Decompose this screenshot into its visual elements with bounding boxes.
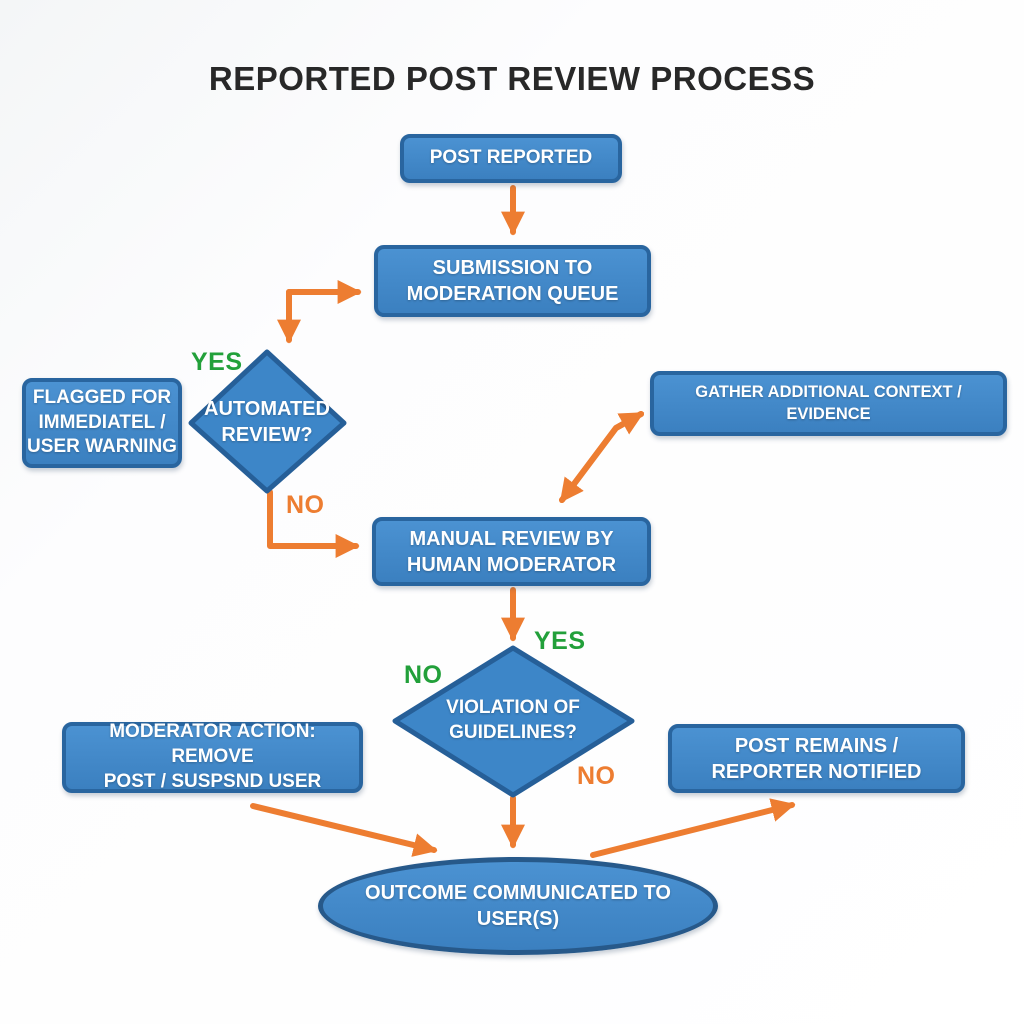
decision-violation-of-guidelines [392,645,635,798]
branch-label-violation-no-left: NO [404,661,443,689]
decision-violation-label: VIOLATION OF GUIDELINES? [446,697,580,743]
branch-label-violation-yes: YES [534,627,586,655]
decision-automated-review-label: AUTOMATED REVIEW? [204,398,330,446]
branch-label-automated-no: NO [286,491,325,519]
page-title: REPORTED POST REVIEW PROCESS [208,60,816,97]
node-gather-additional-context-evidence: GATHER ADDITIONAL CONTEXT / EVIDENCE [650,371,1007,436]
node-post-reported: POST REPORTED [400,134,622,183]
arrow-moderator-to-outcome [250,803,438,857]
arrow-automated-no-to-manual [267,489,360,558]
node-flagged-for-immediate-user-warning: FLAGGED FOR IMMEDIATEL / USER WARNING [22,378,182,468]
node-post-remains-reporter-notified: POST REMAINS / REPORTER NOTIFIED [668,724,965,793]
node-submission-to-moderation-queue: SUBMISSION TO MODERATION QUEUE [374,245,651,317]
node-manual-review-by-human-moderator: MANUAL REVIEW BY HUMAN MODERATOR [372,517,651,586]
arrow-gather-to-manual [559,411,644,503]
branch-label-automated-yes: YES [191,348,243,376]
decision-automated-review [188,349,347,494]
node-outcome-communicated-to-users: OUTCOME COMMUNICATED TO USER(S) [318,857,718,955]
arrow-outcome-to-post-remains [590,798,796,858]
branch-label-violation-no-right: NO [577,762,616,790]
node-moderator-action-remove-post: MODERATOR ACTION: REMOVE POST / SUSPSND … [62,721,363,793]
